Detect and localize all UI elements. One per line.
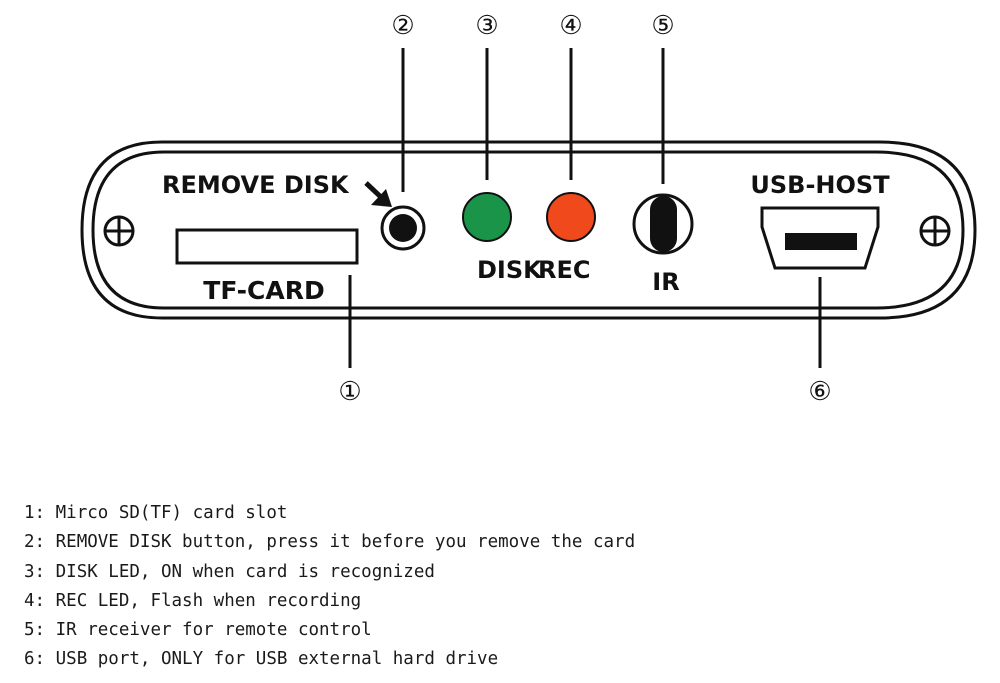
callout-3: ③ <box>475 11 498 41</box>
usb-host-port[interactable] <box>760 206 880 270</box>
remove-disk-label: REMOVE DISK <box>162 171 350 199</box>
disk-led <box>462 192 512 242</box>
rec-led <box>546 192 596 242</box>
callout-4: ④ <box>559 11 582 41</box>
legend-text: DISK LED, ON when card is recognized <box>55 561 435 582</box>
legend-number: 2: <box>24 532 46 553</box>
callout-1: ① <box>338 377 361 407</box>
callout-2: ② <box>391 11 414 41</box>
callout-5: ⑤ <box>651 11 674 41</box>
legend-item-6: 6: USB port, ONLY for USB external hard … <box>24 645 635 674</box>
legend-text: REMOVE DISK button, press it before you … <box>55 532 636 553</box>
legend-text: IR receiver for remote control <box>55 620 372 641</box>
device-outline-inner <box>91 150 965 310</box>
legend-item-4: 4: REC LED, Flash when recording <box>24 587 635 616</box>
legend-text: REC LED, Flash when recording <box>55 590 362 611</box>
legend-number: 5: <box>24 620 46 641</box>
legend-number: 6: <box>24 649 46 670</box>
usb-host-label: USB-HOST <box>750 171 890 199</box>
tf-card-label: TF-CARD <box>203 276 324 305</box>
legend-item-3: 3: DISK LED, ON when card is recognized <box>24 558 635 587</box>
legend-text: Mirco SD(TF) card slot <box>55 503 288 523</box>
ir-receiver <box>632 193 694 255</box>
legend-item-2: 2: REMOVE DISK button, press it before y… <box>24 528 635 557</box>
legend-number: 4: <box>24 590 46 611</box>
device-front-panel-diagram: TF-CARD REMOVE DISK DISK REC IR USB-HOST… <box>80 11 977 407</box>
device-outline-outer <box>80 140 977 320</box>
legend-list: 1: Mirco SD(TF) card slot 2: REMOVE DISK… <box>24 499 635 675</box>
callout-6: ⑥ <box>808 377 831 407</box>
ir-label: IR <box>652 268 679 296</box>
rec-label: REC <box>538 256 591 284</box>
tf-card-slot[interactable] <box>175 228 359 265</box>
legend-item-5: 5: IR receiver for remote control <box>24 616 635 645</box>
disk-label: DISK <box>477 256 543 284</box>
right-screw-icon <box>919 215 951 247</box>
callout-leaders <box>348 48 822 368</box>
legend-number: 3: <box>24 561 46 582</box>
legend-number: 1: <box>24 503 46 523</box>
remove-disk-button[interactable] <box>380 205 426 251</box>
legend-item-1: 1: Mirco SD(TF) card slot <box>24 499 635 528</box>
remove-disk-arrow-icon <box>364 181 392 207</box>
legend-text: USB port, ONLY for USB external hard dri… <box>55 649 499 670</box>
device-body <box>80 140 977 320</box>
left-screw-icon <box>103 215 135 247</box>
